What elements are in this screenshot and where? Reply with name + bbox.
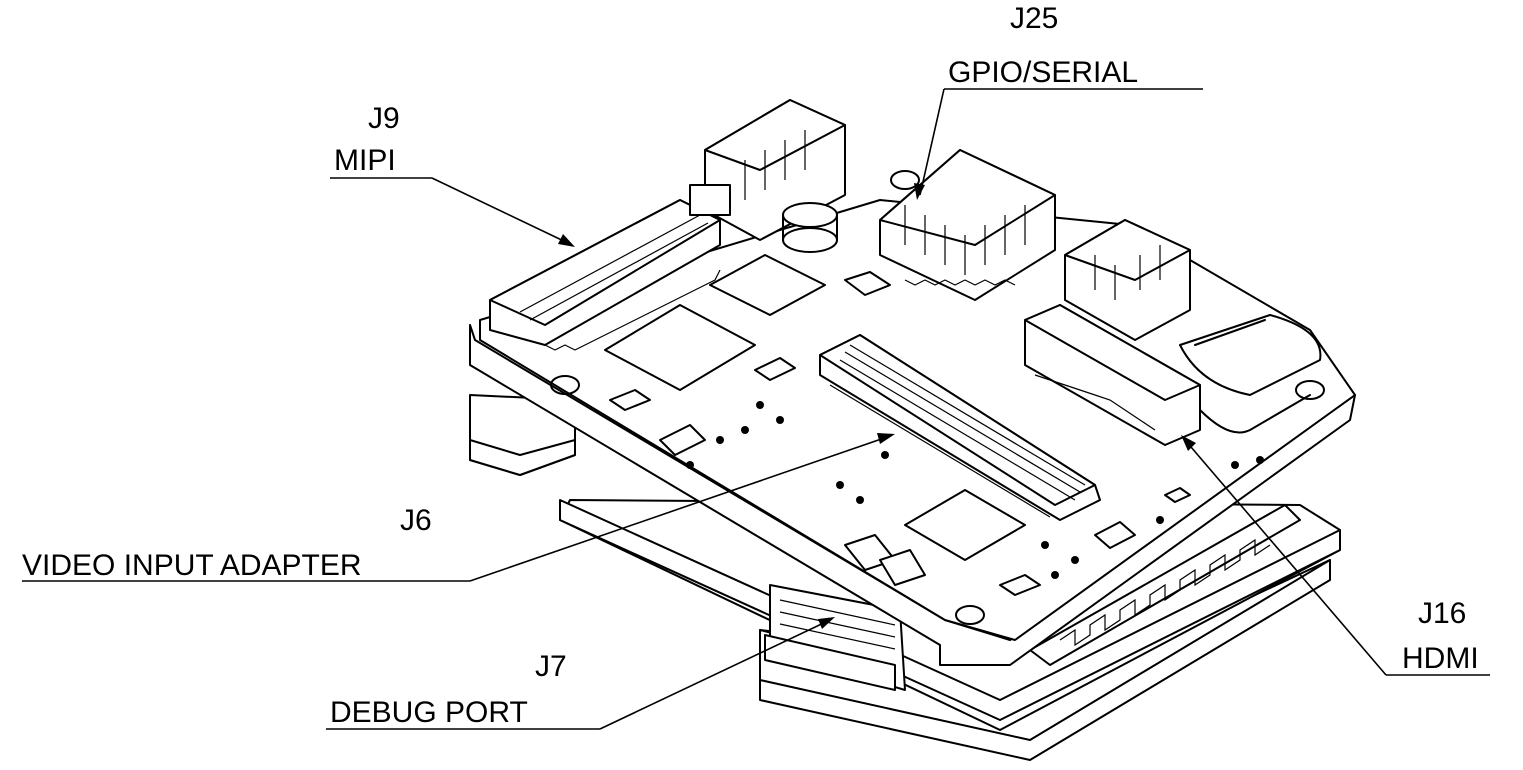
callout-ref-j16: J16 xyxy=(1418,597,1466,630)
callout-ref-j9: J9 xyxy=(368,102,400,135)
callout-j6: J6 VIDEO INPUT ADAPTER xyxy=(22,433,895,582)
callout-label-j25: GPIO/SERIAL xyxy=(948,56,1138,89)
callout-j9: J9 MIPI xyxy=(330,102,575,247)
j9-mipi-connector xyxy=(489,199,721,351)
callout-label-j9: MIPI xyxy=(334,144,396,177)
callout-j16: J16 HDMI xyxy=(1181,435,1490,676)
j16-hdmi-connector xyxy=(1024,304,1322,446)
callout-label-j7: DEBUG PORT xyxy=(330,696,528,729)
callout-ref-j7: J7 xyxy=(535,650,567,683)
j6-video-input-connector xyxy=(819,334,1101,521)
callout-label-j16: HDMI xyxy=(1402,642,1479,675)
j25-gpio-serial-connectors xyxy=(689,99,1191,341)
callout-ref-j25: J25 xyxy=(1010,2,1058,35)
callout-j7: J7 DEBUG PORT xyxy=(326,617,835,730)
callout-label-j6: VIDEO INPUT ADAPTER xyxy=(22,549,362,582)
callout-ref-j6: J6 xyxy=(400,504,432,537)
callout-j25: J25 GPIO/SERIAL xyxy=(914,2,1203,200)
board-components xyxy=(604,254,1264,596)
